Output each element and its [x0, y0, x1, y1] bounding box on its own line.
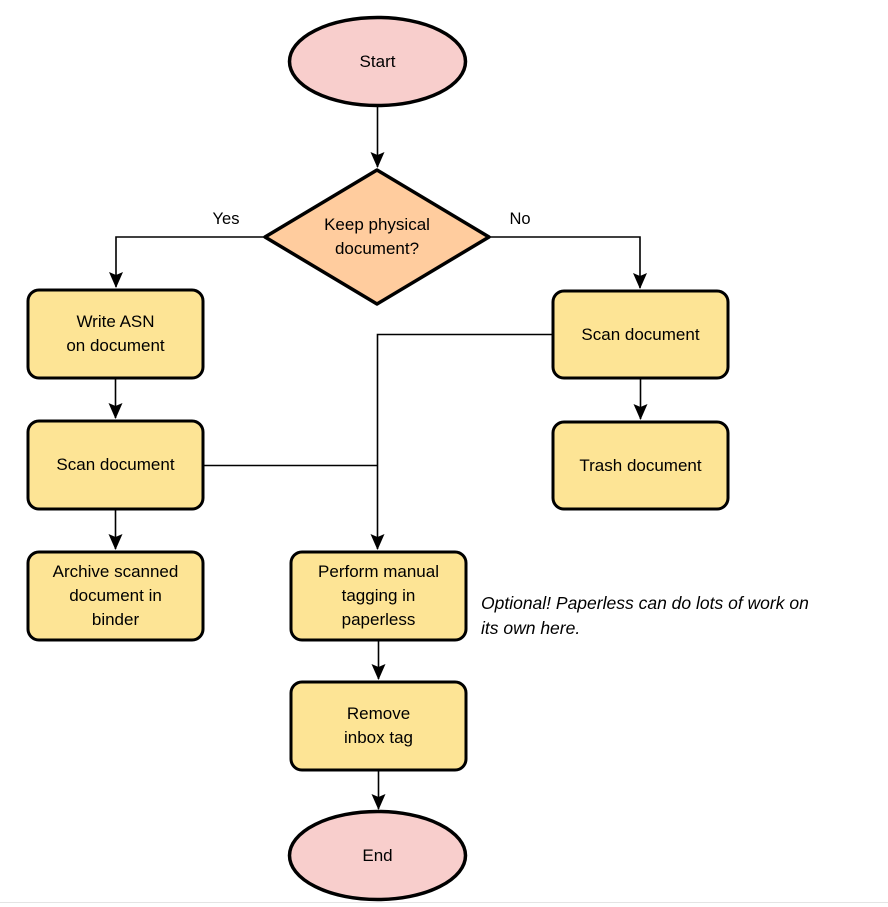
page-bottom-border	[0, 902, 888, 903]
write-asn-process-shape	[26, 288, 205, 380]
trash-process-shape	[551, 420, 730, 511]
yes-edge-label: Yes	[212, 210, 240, 228]
tagging-process-shape	[289, 550, 468, 642]
start-terminator-shape	[287, 15, 468, 108]
scan-right-process-shape	[551, 289, 730, 380]
archive-process-shape	[26, 550, 205, 642]
edge-scan-right-to-tagging	[370, 333, 553, 550]
scan-left-process-shape	[26, 419, 205, 511]
remove-inbox-process-shape	[289, 680, 468, 772]
decision-diamond-shape	[263, 168, 491, 306]
no-edge-label: No	[509, 210, 531, 228]
edge-decision-yes-to-write-asn	[109, 236, 265, 288]
edge-decision-no-to-scan-right	[489, 236, 647, 289]
annotation-text: Optional! Paperless can do lots of work …	[481, 593, 809, 638]
end-terminator-shape	[287, 809, 468, 902]
